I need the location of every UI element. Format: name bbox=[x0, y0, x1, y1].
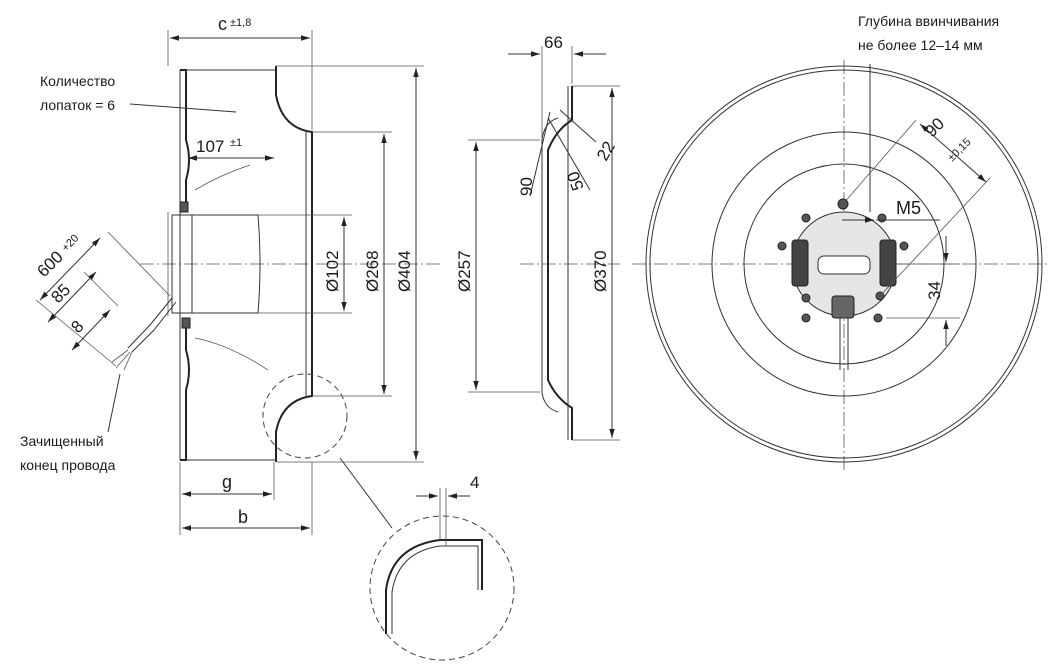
dim-cable-length: 600 bbox=[33, 247, 66, 280]
profile-view-dimensions bbox=[468, 46, 620, 441]
profile-view bbox=[520, 86, 620, 440]
dim-90-side: 90 bbox=[517, 177, 536, 196]
dim-d404: Ø404 bbox=[395, 250, 414, 292]
dim-strip-85: 85 bbox=[47, 280, 74, 307]
dim-cable-length-tolerance: +20 bbox=[60, 232, 82, 254]
dim-4: 4 bbox=[470, 473, 479, 492]
dim-strip-8: 8 bbox=[67, 317, 87, 337]
dim-d102: Ø102 bbox=[323, 250, 342, 292]
blades-count-label-line1: Количество bbox=[40, 73, 115, 89]
side-view-impeller bbox=[111, 66, 440, 529]
dim-c-label: c bbox=[218, 14, 227, 34]
side-view-dimensions bbox=[35, 30, 424, 535]
front-view bbox=[632, 60, 1050, 470]
dim-d370: Ø370 bbox=[591, 250, 610, 292]
thread-label: M5 bbox=[896, 198, 921, 218]
dim-b-label: b bbox=[238, 507, 248, 527]
dim-c-tolerance: ±1,8 bbox=[230, 17, 251, 29]
blades-count-label-line2: лопаток = 6 bbox=[40, 97, 115, 113]
dim-90-front: 90 bbox=[921, 114, 948, 141]
stripped-wire-label-line2: конец провода bbox=[20, 457, 116, 473]
dim-d257: Ø257 bbox=[455, 250, 474, 292]
dim-d268: Ø268 bbox=[363, 250, 382, 292]
dim-50: 50 bbox=[563, 169, 587, 193]
detail-magnified-view bbox=[369, 488, 515, 661]
dim-90-front-tolerance: ±0,15 bbox=[946, 136, 974, 164]
front-view-dimensions bbox=[842, 64, 991, 346]
dim-107-tolerance: ±1 bbox=[230, 137, 242, 149]
dim-66: 66 bbox=[544, 33, 563, 52]
screw-depth-label-line1: Глубина ввинчивания bbox=[858, 13, 999, 29]
screw-depth-label-line2: не более 12–14 мм bbox=[858, 37, 983, 53]
dim-107-label: 107 bbox=[196, 137, 224, 156]
stripped-wire-label-line1: Зачищенный bbox=[20, 433, 104, 449]
dim-34: 34 bbox=[925, 281, 944, 300]
dim-g-label: g bbox=[222, 472, 232, 492]
dim-22: 22 bbox=[593, 138, 619, 164]
